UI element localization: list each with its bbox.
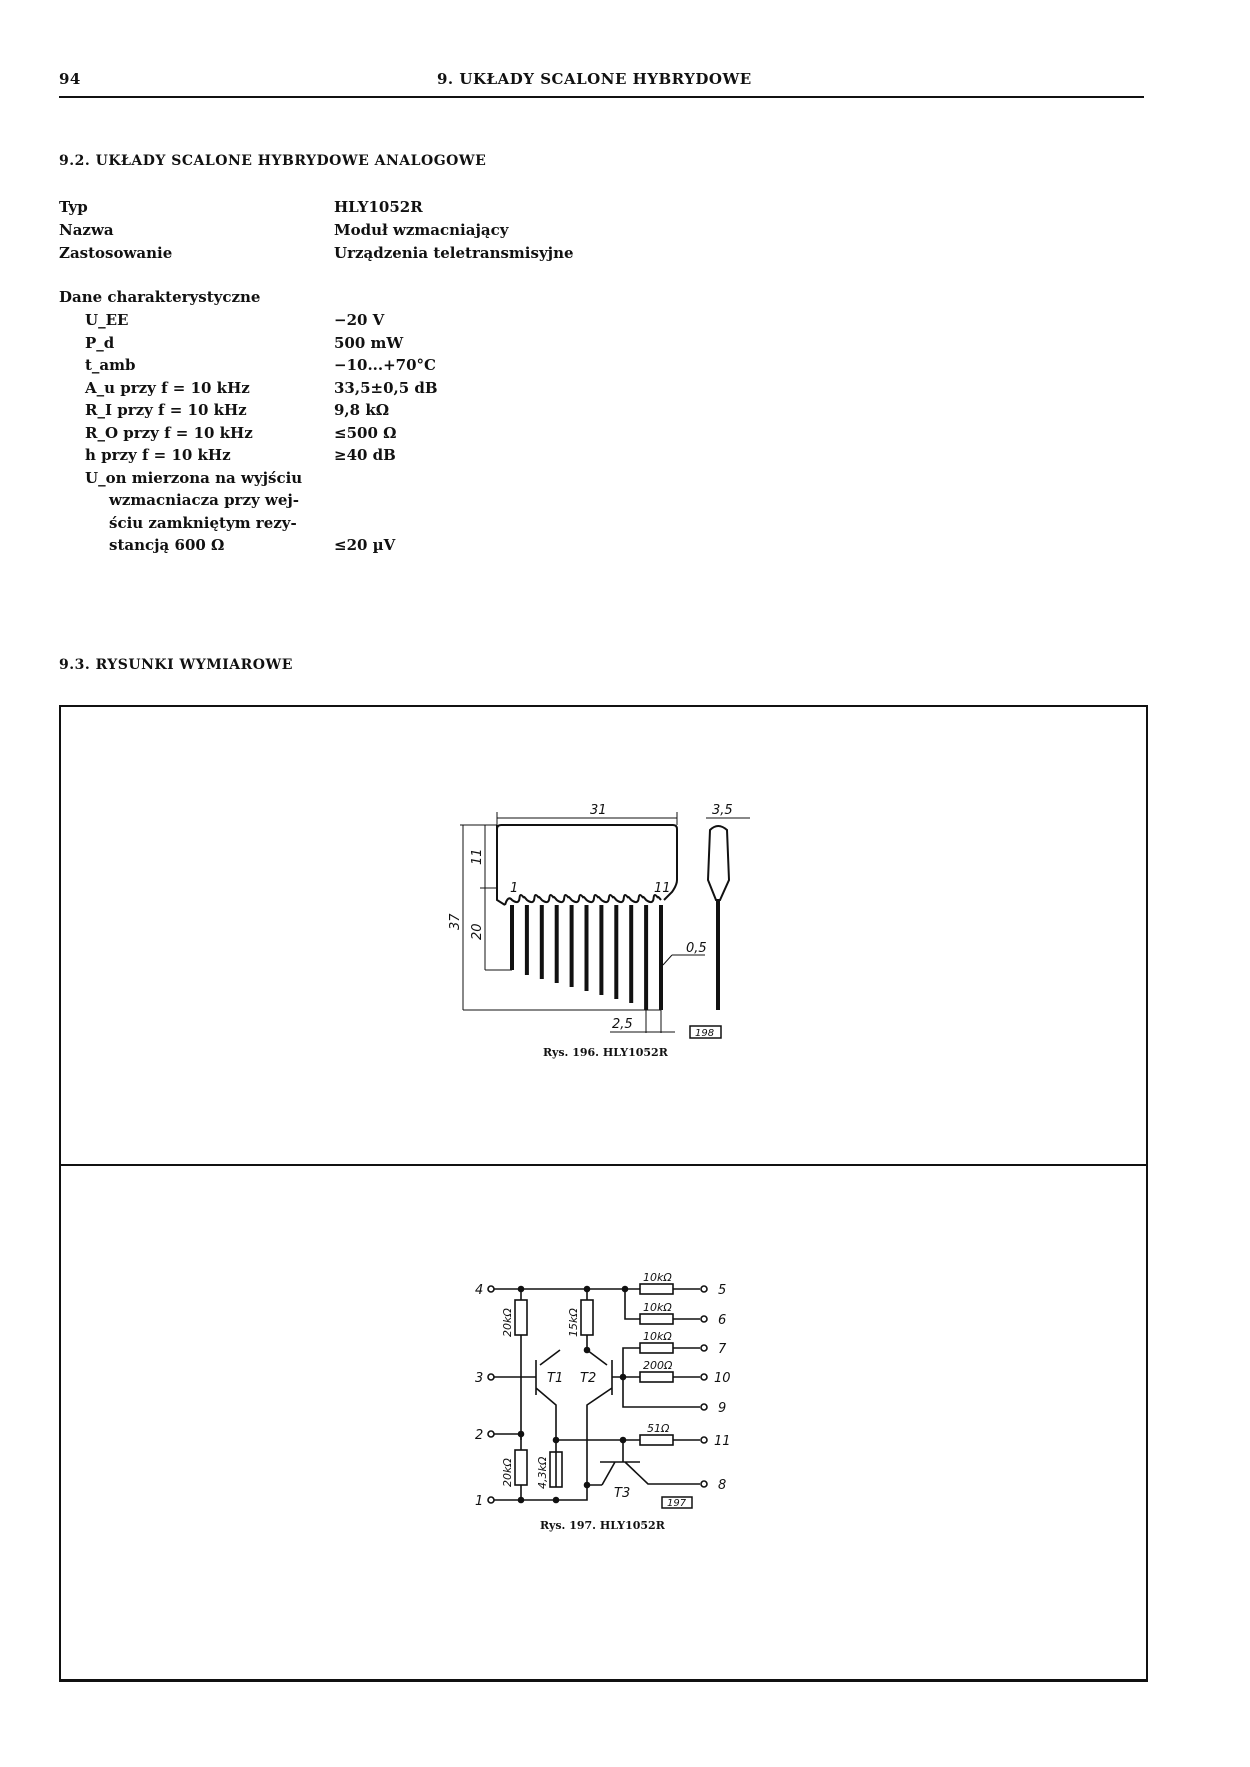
row-value: HLY1052R bbox=[334, 198, 423, 216]
row-value: Urządzenia teletransmisyjne bbox=[334, 244, 574, 262]
uon-line: wzmacniacza przy wej- bbox=[109, 491, 300, 509]
params-heading: Dane charakterystyczne bbox=[59, 288, 261, 306]
pin-last-label: 11 bbox=[654, 881, 671, 896]
dim-pitch: 2,5 bbox=[612, 1017, 633, 1032]
param-value: 500 mW bbox=[334, 334, 404, 352]
node-10: 10 bbox=[714, 1371, 731, 1386]
header-rule bbox=[59, 96, 1144, 98]
resistor-r10: 200Ω bbox=[643, 1359, 673, 1372]
transistor-t1: T1 bbox=[547, 1371, 563, 1386]
param-value: ≥40 dB bbox=[334, 446, 396, 464]
transistor-t2: T2 bbox=[580, 1371, 596, 1386]
dim-total: 37 bbox=[448, 913, 463, 930]
pins bbox=[504, 894, 663, 1010]
node-11: 11 bbox=[714, 1434, 731, 1449]
node-3: 3 bbox=[475, 1371, 483, 1386]
param-label: U_EE bbox=[85, 311, 129, 329]
param-label: A_u przy f = 10 kHz bbox=[85, 379, 250, 397]
pin-first-label: 1 bbox=[510, 881, 518, 896]
resistor-r6: 10kΩ bbox=[643, 1301, 672, 1314]
figure-caption-197: Rys. 197. HLY1052R bbox=[540, 1519, 665, 1532]
resistor-r7: 10kΩ bbox=[643, 1330, 672, 1343]
resistor-r11: 51Ω bbox=[647, 1422, 670, 1435]
section-heading: 9.2. UKŁADY SCALONE HYBRYDOWE ANALOGOWE bbox=[59, 153, 487, 169]
uon-line: stancją 600 Ω bbox=[109, 536, 225, 554]
circuit-schematic bbox=[487, 1283, 708, 1509]
transistor-t3: T3 bbox=[614, 1486, 630, 1501]
node-1: 1 bbox=[475, 1494, 483, 1509]
resistor-43k: 4,3kΩ bbox=[536, 1456, 549, 1489]
uon-value: ≤20 µV bbox=[334, 536, 396, 554]
figure-tag: 197 bbox=[667, 1498, 687, 1509]
figure-caption-196: Rys. 196. HLY1052R bbox=[543, 1046, 668, 1059]
param-value: −10...+70°C bbox=[334, 356, 436, 374]
node-2: 2 bbox=[475, 1428, 483, 1443]
figures-frame bbox=[59, 705, 1148, 1682]
node-5: 5 bbox=[718, 1283, 726, 1298]
param-value: 9,8 kΩ bbox=[334, 401, 390, 419]
uon-line: ściu zamkniętym rezy- bbox=[109, 514, 297, 532]
dim-width: 31 bbox=[590, 803, 607, 818]
section-heading-93: 9.3. RYSUNKI WYMIAROWE bbox=[59, 657, 293, 673]
param-value: −20 V bbox=[334, 311, 385, 329]
page-number: 94 bbox=[59, 70, 81, 88]
dim-thickness: 3,5 bbox=[712, 803, 733, 818]
resistor-top-left: 20kΩ bbox=[501, 1308, 514, 1337]
chapter-title: 9. UKŁADY SCALONE HYBRYDOWE bbox=[437, 70, 752, 88]
param-label: R_I przy f = 10 kHz bbox=[85, 401, 247, 419]
param-label: R_O przy f = 10 kHz bbox=[85, 424, 253, 442]
package-shoulder bbox=[504, 894, 662, 906]
uon-line: U_on mierzona na wyjściu bbox=[85, 469, 303, 487]
resistor-bot-left: 20kΩ bbox=[501, 1458, 514, 1487]
node-6: 6 bbox=[718, 1313, 726, 1328]
row-label: Typ bbox=[59, 198, 88, 216]
dim-pin-length: 20 bbox=[470, 923, 485, 940]
node-4: 4 bbox=[475, 1283, 483, 1298]
node-9: 9 bbox=[718, 1401, 726, 1416]
row-label: Zastosowanie bbox=[59, 244, 173, 262]
param-value: 33,5±0,5 dB bbox=[334, 379, 438, 397]
node-8: 8 bbox=[718, 1478, 726, 1493]
resistor-15k: 15kΩ bbox=[567, 1308, 580, 1337]
row-value: Moduł wzmacniający bbox=[334, 221, 509, 239]
dim-pin-width: 0,5 bbox=[686, 941, 707, 956]
figure-tag: 198 bbox=[695, 1028, 714, 1039]
dim-body-height: 11 bbox=[470, 848, 485, 865]
figures-divider bbox=[61, 1164, 1146, 1166]
param-label: h przy f = 10 kHz bbox=[85, 446, 231, 464]
param-label: t_amb bbox=[85, 356, 136, 374]
param-label: P_d bbox=[85, 334, 115, 352]
resistor-r5: 10kΩ bbox=[643, 1271, 672, 1284]
node-7: 7 bbox=[718, 1342, 727, 1357]
row-label: Nazwa bbox=[59, 221, 114, 239]
param-value: ≤500 Ω bbox=[334, 424, 397, 442]
